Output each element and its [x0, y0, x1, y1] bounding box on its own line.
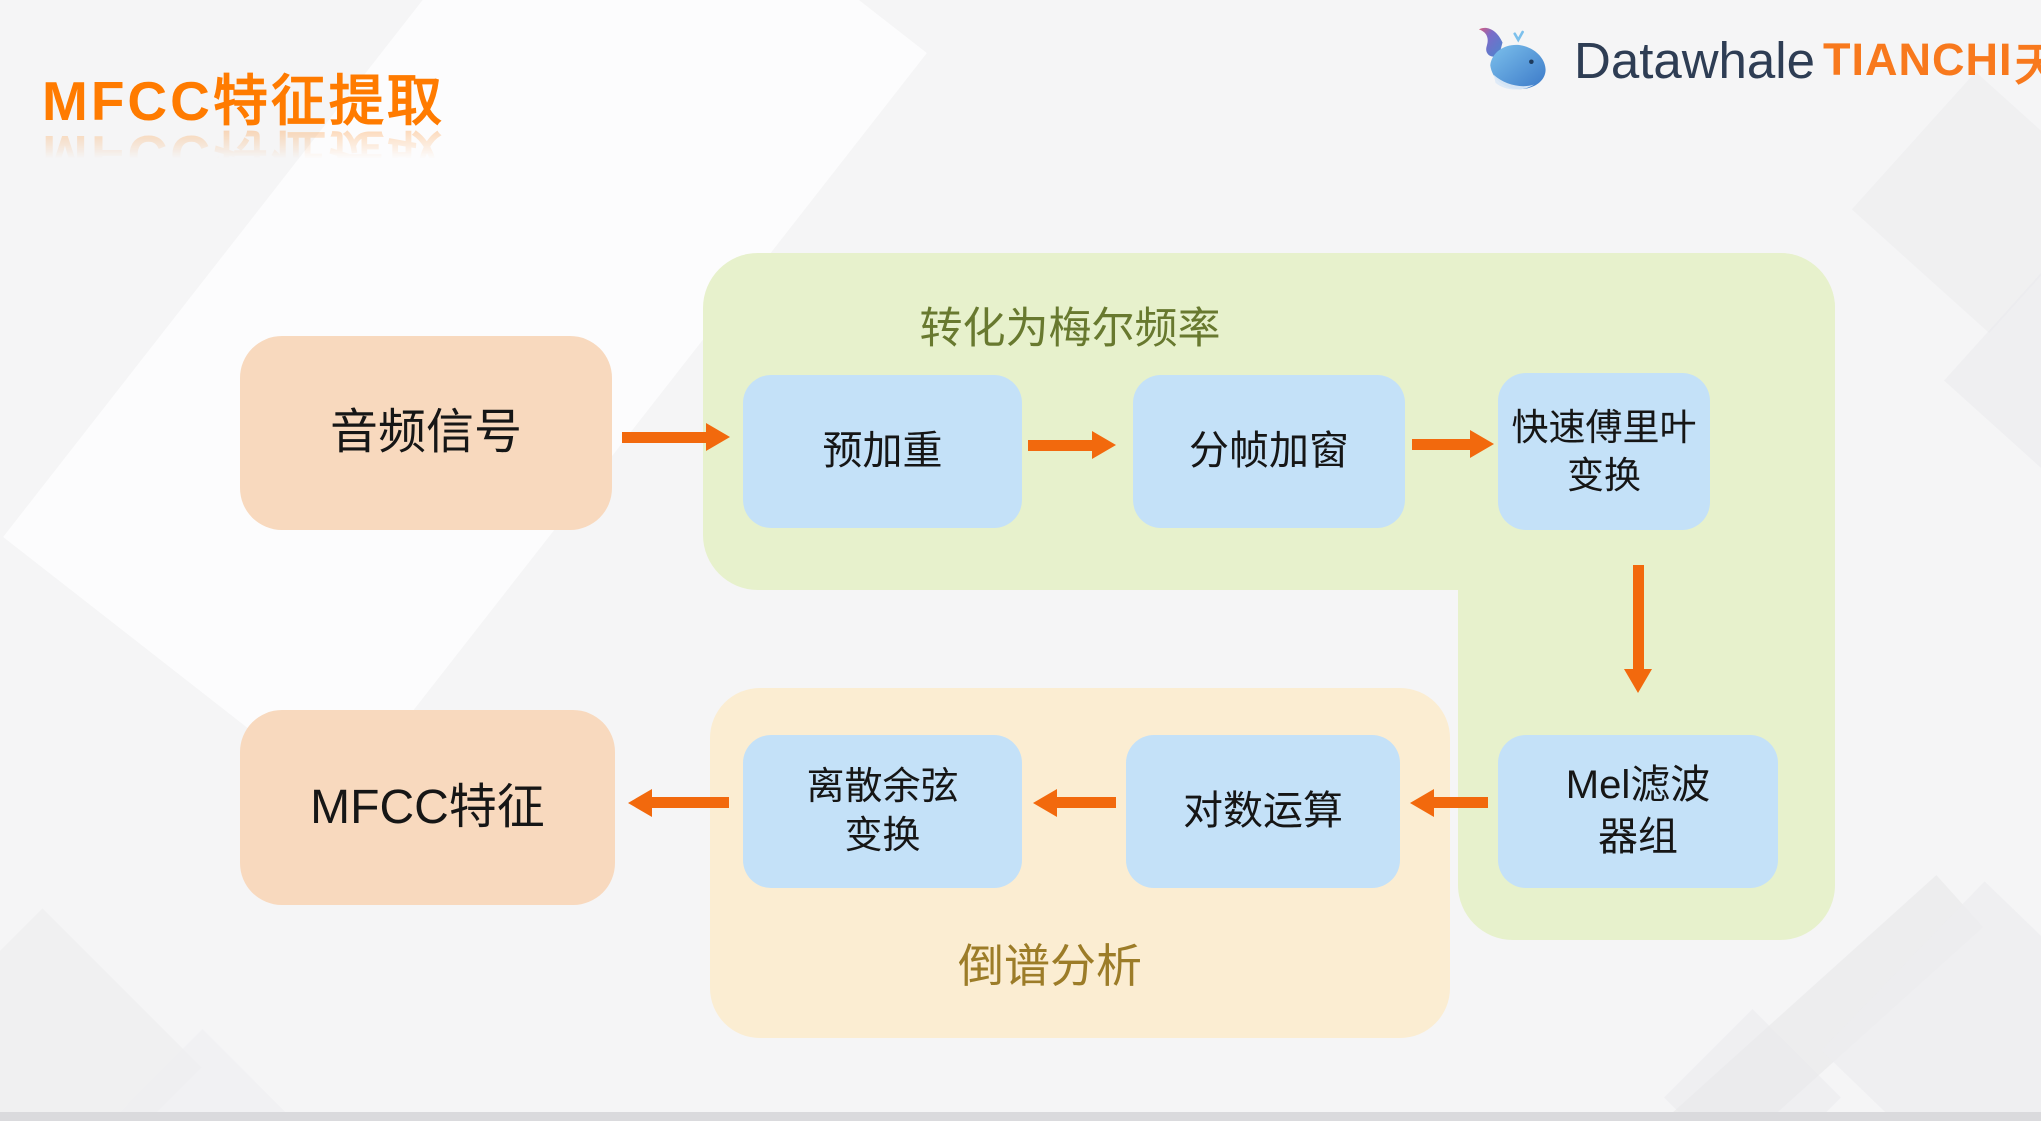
slide-bottom-edge [0, 1112, 2041, 1121]
background-diamond [1821, 881, 2041, 1121]
brand-logo: Datawhale TIANCHI 天池 [1476, 22, 2041, 98]
datawhale-wordmark: Datawhale [1574, 31, 1815, 89]
whale-icon [1478, 27, 1546, 90]
node-dct-label-line1: 离散余弦 [806, 765, 959, 808]
background-diamond [1664, 1009, 1841, 1121]
node-pre-emphasis: 预加重 [743, 375, 1022, 528]
node-audio-signal: 音频信号 [240, 336, 612, 530]
background-diamond [1944, 269, 2041, 481]
page-title: MFCC特征提取 [42, 70, 445, 132]
background-diamond [1851, 71, 2041, 334]
mel-group-label: 转化为梅尔频率 [919, 305, 1221, 353]
node-log-operation: 对数运算 [1126, 735, 1400, 888]
node-framing-windowing-label: 分帧加窗 [1189, 428, 1349, 473]
node-fft-label-line2: 变换 [1567, 454, 1641, 496]
node-mfcc-features-label: MFCC特征 [310, 780, 545, 834]
node-framing-windowing: 分帧加窗 [1133, 375, 1405, 528]
node-mel-filterbank-label-line2: 器组 [1598, 814, 1678, 859]
cepstrum-group-label: 倒谱分析 [958, 940, 1142, 992]
node-audio-signal-label: 音频信号 [329, 406, 522, 460]
background-diamond [0, 908, 202, 1121]
node-fft: 快速傅里叶 变换 [1498, 373, 1710, 530]
node-mel-filterbank: Mel滤波 器组 [1498, 735, 1778, 888]
tianchi-cn-wordmark: 天池 [2014, 38, 2041, 90]
node-dct-label-line2: 变换 [844, 814, 921, 857]
node-mel-filterbank-label-line1: Mel滤波 [1565, 763, 1711, 808]
node-pre-emphasis-label: 预加重 [822, 428, 943, 473]
background-diamond [114, 1029, 291, 1121]
tianchi-wordmark: TIANCHI [1822, 34, 2013, 85]
node-fft-label-line1: 快速傅里叶 [1511, 407, 1697, 449]
node-log-operation-label: 对数运算 [1183, 788, 1343, 833]
node-mfcc-features: MFCC特征 [240, 710, 615, 905]
node-dct: 离散余弦 变换 [743, 735, 1022, 888]
